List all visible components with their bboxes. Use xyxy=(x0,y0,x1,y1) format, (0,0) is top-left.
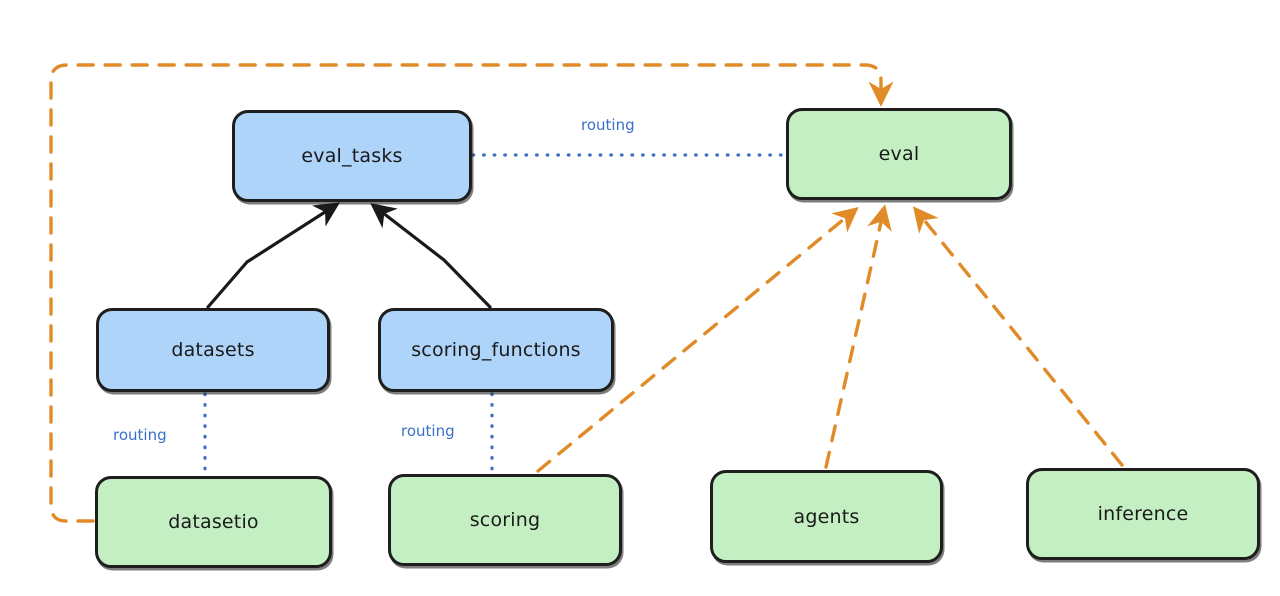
node-label-eval-tasks: eval_tasks xyxy=(301,145,403,167)
node-scoring-functions[interactable]: scoring_functions xyxy=(378,308,614,392)
node-datasets[interactable]: datasets xyxy=(96,308,330,392)
edge-label-routing-eval-tasks-eval: routing xyxy=(578,116,638,134)
node-eval-tasks[interactable]: eval_tasks xyxy=(232,110,472,202)
node-inference[interactable]: inference xyxy=(1026,468,1260,560)
edge-scoring-functions-to-eval-tasks xyxy=(370,203,492,309)
node-eval[interactable]: eval xyxy=(786,108,1012,200)
node-label-eval: eval xyxy=(878,143,920,165)
node-label-scoring: scoring xyxy=(469,509,541,531)
node-label-agents: agents xyxy=(793,505,860,528)
node-datasetio[interactable]: datasetio xyxy=(95,476,332,568)
edge-inference-to-eval xyxy=(912,206,1124,467)
edge-datasets-to-eval-tasks xyxy=(206,202,341,309)
edge-label-routing-scoring-functions-scoring: routing xyxy=(398,422,458,440)
edge-agents-to-eval xyxy=(824,204,892,469)
node-label-datasetio: datasetio xyxy=(168,511,259,533)
node-label-inference: inference xyxy=(1097,503,1189,525)
node-scoring[interactable]: scoring xyxy=(388,474,622,566)
node-agents[interactable]: agents xyxy=(710,470,943,563)
edge-label-routing-datasets-datasetio: routing xyxy=(110,426,170,444)
node-label-datasets: datasets xyxy=(171,339,255,361)
node-label-scoring-functions: scoring_functions xyxy=(411,339,581,361)
